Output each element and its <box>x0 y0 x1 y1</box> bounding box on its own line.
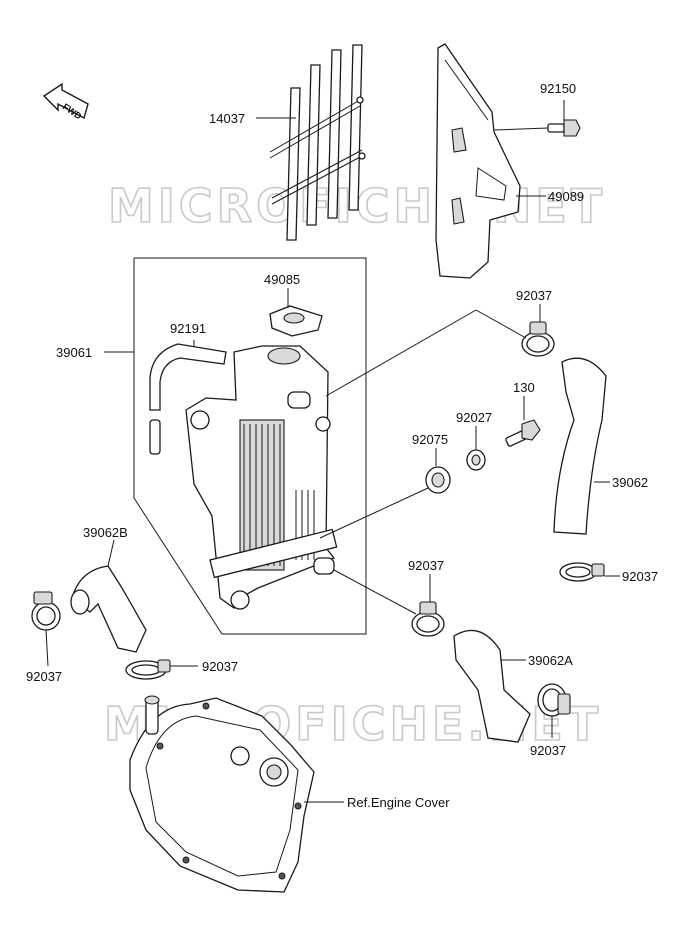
engine-cover <box>129 695 315 893</box>
label-14037: 14037 <box>209 111 245 126</box>
hose-clamp-left <box>31 591 61 631</box>
label-49085: 49085 <box>264 272 300 287</box>
radiator-cap-gasket <box>269 305 323 337</box>
bolt-130 <box>505 419 541 447</box>
radiator-hose-elbow <box>70 565 147 653</box>
label-39062: 39062 <box>612 475 648 490</box>
label-92037-left: 92037 <box>26 669 62 684</box>
label-39062A: 39062A <box>528 653 573 668</box>
label-92037-middle: 92037 <box>408 558 444 573</box>
radiator-guard-louvre <box>269 44 366 241</box>
hose-clamp-upper <box>521 321 555 357</box>
hose-clamp-right <box>559 562 605 582</box>
label-ref-engine-cover: Ref.Engine Cover <box>347 795 450 810</box>
leader-lines <box>45 100 620 803</box>
label-92027: 92027 <box>456 410 492 425</box>
label-39062B: 39062B <box>83 525 128 540</box>
label-92037-lower-middle: 92037 <box>202 659 238 674</box>
radiator-hose-upper <box>553 357 607 535</box>
label-92037-upper: 92037 <box>516 288 552 303</box>
radiator <box>185 345 338 610</box>
label-130: 130 <box>513 380 535 395</box>
fwd-arrow-icon: FWD <box>42 82 89 122</box>
label-92037-bottom-right: 92037 <box>530 743 566 758</box>
hose-clamp-middle <box>411 601 445 637</box>
radiator-assembly-bracket <box>133 257 367 635</box>
label-92191: 92191 <box>170 321 206 336</box>
label-39061: 39061 <box>56 345 92 360</box>
breather-tube <box>149 343 227 455</box>
label-92150: 92150 <box>540 81 576 96</box>
label-49089: 49089 <box>548 189 584 204</box>
hose-clamp-lower-middle <box>125 659 171 680</box>
hose-clamp-bottom-right <box>537 683 571 717</box>
bolt-92150 <box>547 119 581 137</box>
label-92037-right: 92037 <box>622 569 658 584</box>
collar-92027 <box>466 449 486 471</box>
label-92075: 92075 <box>412 432 448 447</box>
grommet-92075 <box>425 466 451 494</box>
radiator-hose-lower <box>453 629 531 743</box>
radiator-shroud <box>435 43 521 279</box>
part-labels: 14037 92150 49089 49085 92191 39061 9203… <box>26 81 658 810</box>
